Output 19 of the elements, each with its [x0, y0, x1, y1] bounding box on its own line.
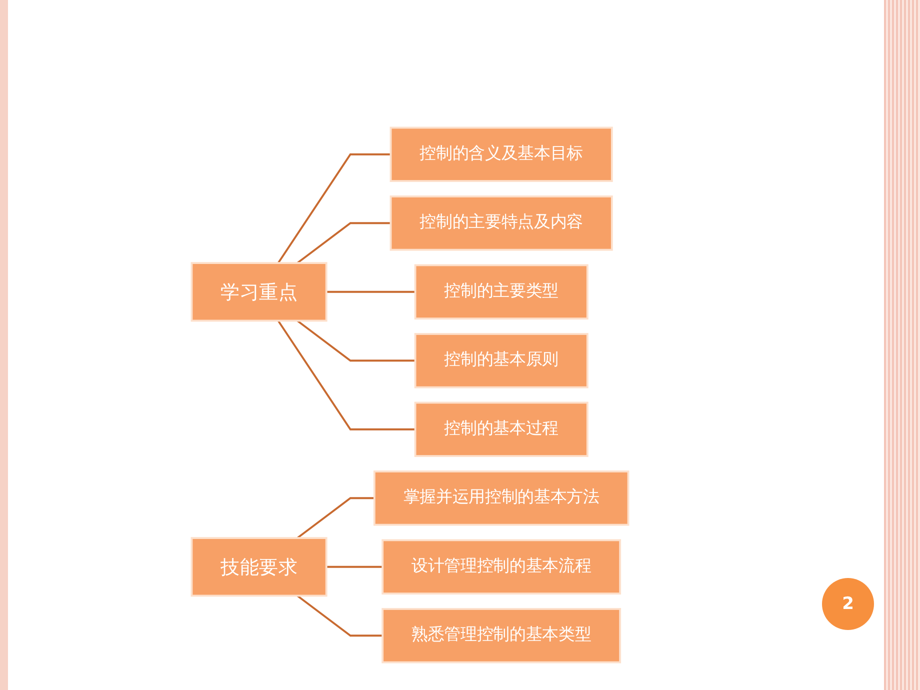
node-box: 学习重点 [190, 262, 328, 322]
connector [296, 222, 391, 264]
node-box: 控制的基本原则 [414, 332, 588, 388]
connector [326, 566, 383, 568]
node-box: 技能要求 [190, 537, 328, 597]
connector [296, 320, 416, 362]
connector [277, 320, 416, 430]
node-box: 掌握并运用控制的基本方法 [373, 470, 630, 526]
connector [296, 594, 383, 637]
node-box: 控制的基本过程 [414, 402, 588, 458]
page-number: 2 [822, 578, 874, 630]
node-box: 设计管理控制的基本流程 [382, 539, 622, 595]
connector [326, 290, 416, 293]
node-box: 控制的含义及基本目标 [390, 126, 613, 182]
connector [277, 153, 391, 264]
connector [296, 497, 374, 539]
node-box: 控制的主要特点及内容 [390, 195, 613, 251]
node-box: 熟悉管理控制的基本类型 [382, 608, 622, 664]
node-box: 控制的主要类型 [414, 264, 588, 320]
